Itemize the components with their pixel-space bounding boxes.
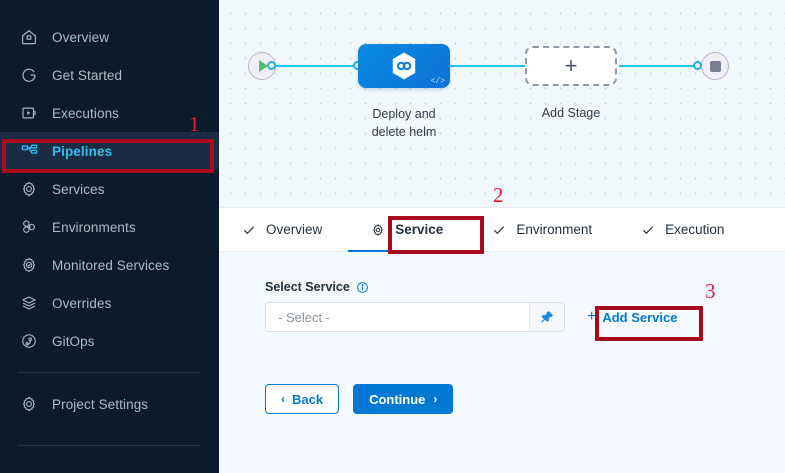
sidebar-item-label: Environments [52,219,136,235]
home-icon [18,26,40,48]
sidebar-item-gitops[interactable]: GitOps [0,322,219,360]
sidebar-item-environments[interactable]: Environments [0,208,219,246]
pipeline-connector [619,65,717,67]
main-content: </> Deploy and delete helm + Add Stage [219,0,785,473]
sidebar-item-monitored-services[interactable]: Monitored Services [0,246,219,284]
sidebar: Overview Get Started [0,0,219,473]
sidebar-divider-bottom [18,445,201,446]
monitored-services-icon [18,254,40,276]
add-stage-button[interactable]: + [525,46,617,86]
sidebar-item-label: Project Settings [52,396,149,412]
stage-tabs: Overview Service Environment [219,208,785,253]
stop-icon [709,60,721,72]
tab-overview[interactable]: Overview [241,208,322,252]
gear-icon [18,393,40,415]
form-actions: ‹ Back Continue › [265,384,785,414]
service-form: Select Service - Select - [219,252,785,473]
gitops-icon [18,330,40,352]
tab-execution[interactable]: Execution [640,208,724,252]
tab-label: Execution [665,222,725,237]
check-icon [241,222,257,238]
back-button-label: Back [292,391,324,407]
sidebar-nav-list: Overview Get Started [0,18,219,360]
helm-icon [390,51,418,81]
select-service-control[interactable]: - Select - [265,302,565,332]
sidebar-item-label: Pipelines [52,143,113,159]
tab-label: Environment [516,222,593,237]
stage-label-line-1: Deploy and [372,107,436,121]
stage-node-deploy-and-delete-helm[interactable]: </> [358,44,450,88]
tab-environment[interactable]: Environment [491,208,592,252]
continue-button[interactable]: Continue › [353,384,454,414]
pipelines-icon [18,140,40,162]
sidebar-item-label: Services [52,181,105,197]
stage-label-line-2: delete helm [371,125,437,140]
sidebar-item-label: Overrides [52,295,112,311]
tab-service[interactable]: Service [348,208,466,253]
sidebar-item-executions[interactable]: Executions [0,94,219,132]
sidebar-item-pipelines[interactable]: Pipelines [0,132,219,170]
gear-icon [370,222,386,238]
select-service-row: - Select - + Add Service [265,302,785,332]
connector-dot [693,61,702,70]
connector-dot [267,61,276,70]
gear-icon [18,178,40,200]
tab-label: Overview [266,222,323,237]
sidebar-item-label: Overview [52,29,110,45]
layers-icon [18,292,40,314]
check-icon [491,222,507,238]
add-service-label: Add Service [602,309,678,325]
sidebar-item-label: Monitored Services [52,257,170,273]
sidebar-item-label: Get Started [52,67,123,83]
chevron-right-icon: › [433,392,438,406]
info-icon[interactable] [356,281,369,294]
pin-icon[interactable] [529,303,564,331]
select-service-label-text: Select Service [265,280,350,294]
code-glyph-icon: </> [430,77,445,86]
plus-icon: + [564,53,578,78]
select-service-label: Select Service [265,280,785,294]
pipeline-connector [437,65,547,67]
sidebar-item-services[interactable]: Services [0,170,219,208]
sidebar-item-project-settings[interactable]: Project Settings [0,385,219,423]
check-icon [640,222,656,238]
sidebar-divider-top [18,372,201,373]
sidebar-item-label: Executions [52,105,120,121]
add-service-button[interactable]: + Add Service [587,309,678,325]
chevron-left-icon: ‹ [281,392,285,406]
plus-icon: + [587,308,597,325]
tab-label: Service [395,222,444,237]
sidebar-item-overrides[interactable]: Overrides [0,284,219,322]
executions-icon [18,102,40,124]
sidebar-item-label: GitOps [52,333,95,349]
add-stage-label: Add Stage [541,106,601,120]
end-node[interactable] [701,52,729,80]
continue-button-label: Continue [369,391,426,407]
pipeline-connector [271,65,391,67]
sidebar-item-get-started[interactable]: Get Started [0,56,219,94]
back-button[interactable]: ‹ Back [265,384,340,414]
select-service-input[interactable]: - Select - [278,309,331,325]
pipeline-canvas[interactable]: </> Deploy and delete helm + Add Stage [219,0,785,208]
environments-icon [18,216,40,238]
play-icon [259,60,268,72]
sidebar-item-overview[interactable]: Overview [0,18,219,56]
get-started-icon [18,64,40,86]
stage-node-label: Deploy and delete helm [334,105,474,141]
